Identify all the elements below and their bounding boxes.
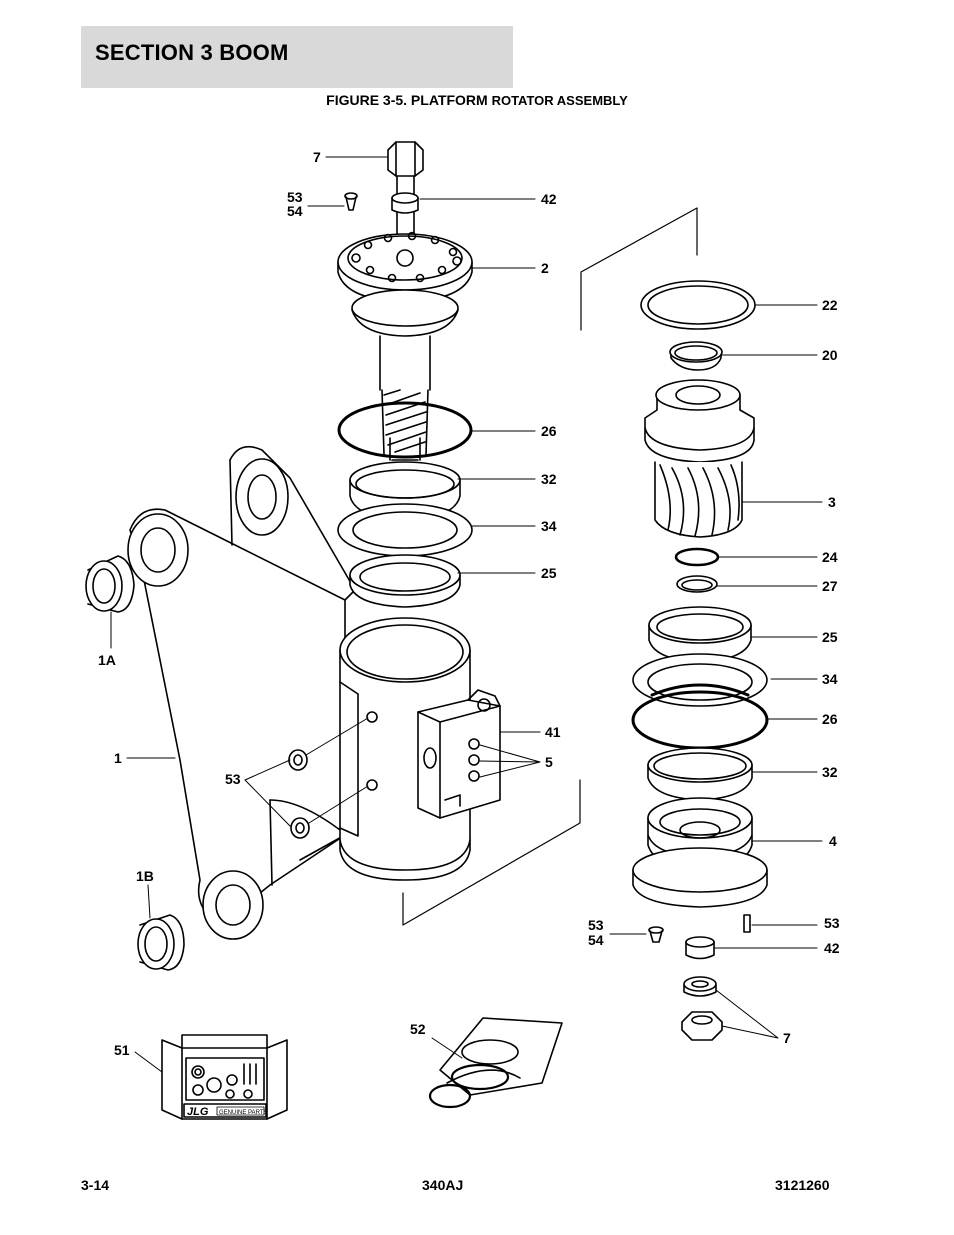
callout-2: 2 bbox=[541, 260, 549, 276]
callout-42: 42 bbox=[824, 940, 840, 956]
figure-title: FIGURE 3-5. PLATFORM ROTATOR ASSEMBLY bbox=[0, 92, 954, 108]
rotator-housing bbox=[339, 617, 501, 881]
callout-22: 22 bbox=[822, 297, 838, 313]
callout-3: 3 bbox=[828, 494, 836, 510]
callout-25: 25 bbox=[822, 629, 838, 645]
figure-title-sub: ROTATOR ASSEMBLY bbox=[491, 93, 628, 108]
figure-title-main: FIGURE 3-5. PLATFORM bbox=[326, 92, 492, 108]
callout-51: 51 bbox=[114, 1042, 130, 1058]
callout-34: 34 bbox=[541, 518, 557, 534]
section-header: SECTION 3 BOOM bbox=[81, 26, 513, 88]
screw-53-top bbox=[344, 192, 358, 211]
kit-51-box: JLG GENUINE PARTS bbox=[161, 1034, 288, 1120]
leader-lines bbox=[110, 156, 823, 1073]
callout-53: 53 bbox=[824, 915, 840, 931]
callout-1b: 1B bbox=[136, 868, 154, 884]
section-title: SECTION 3 BOOM bbox=[95, 40, 289, 65]
callout-53: 53 bbox=[287, 189, 303, 205]
footer-model: 340AJ bbox=[422, 1177, 464, 1193]
callout-52: 52 bbox=[410, 1021, 426, 1037]
callout-24: 24 bbox=[822, 549, 838, 565]
callout-4: 4 bbox=[829, 833, 837, 849]
screws-53-left bbox=[288, 717, 369, 839]
callout-27: 27 bbox=[822, 578, 838, 594]
callout-32: 32 bbox=[541, 471, 557, 487]
callout-53: 53 bbox=[588, 917, 604, 933]
callout-labels: 7 53 54 42 2 22 20 26 32 3 34 24 25 27 1… bbox=[98, 149, 840, 1058]
kit-52-bag bbox=[428, 1017, 563, 1109]
callout-7: 7 bbox=[313, 149, 321, 165]
callout-26: 26 bbox=[822, 711, 838, 727]
callout-20: 20 bbox=[822, 347, 838, 363]
callout-53: 53 bbox=[225, 771, 241, 787]
callout-7: 7 bbox=[783, 1030, 791, 1046]
callout-5: 5 bbox=[545, 754, 553, 770]
callout-25: 25 bbox=[541, 565, 557, 581]
callout-42: 42 bbox=[541, 191, 557, 207]
callout-1a: 1A bbox=[98, 652, 116, 668]
callout-54: 54 bbox=[287, 203, 303, 219]
callout-32: 32 bbox=[822, 764, 838, 780]
shaft-assembly bbox=[337, 141, 473, 608]
kit-brand-logo: JLG bbox=[187, 1106, 209, 1118]
callout-41: 41 bbox=[545, 724, 561, 740]
footer-doc-number: 3121260 bbox=[775, 1177, 830, 1193]
callout-34: 34 bbox=[822, 671, 838, 687]
callout-1: 1 bbox=[114, 750, 122, 766]
alignment-lines bbox=[402, 207, 698, 926]
callout-54: 54 bbox=[588, 932, 604, 948]
bracket-part bbox=[85, 445, 356, 971]
callout-26: 26 bbox=[541, 423, 557, 439]
gear-stack bbox=[631, 280, 769, 1041]
kit-tag: GENUINE PARTS bbox=[219, 1110, 267, 1116]
footer-page-number: 3-14 bbox=[81, 1177, 110, 1193]
